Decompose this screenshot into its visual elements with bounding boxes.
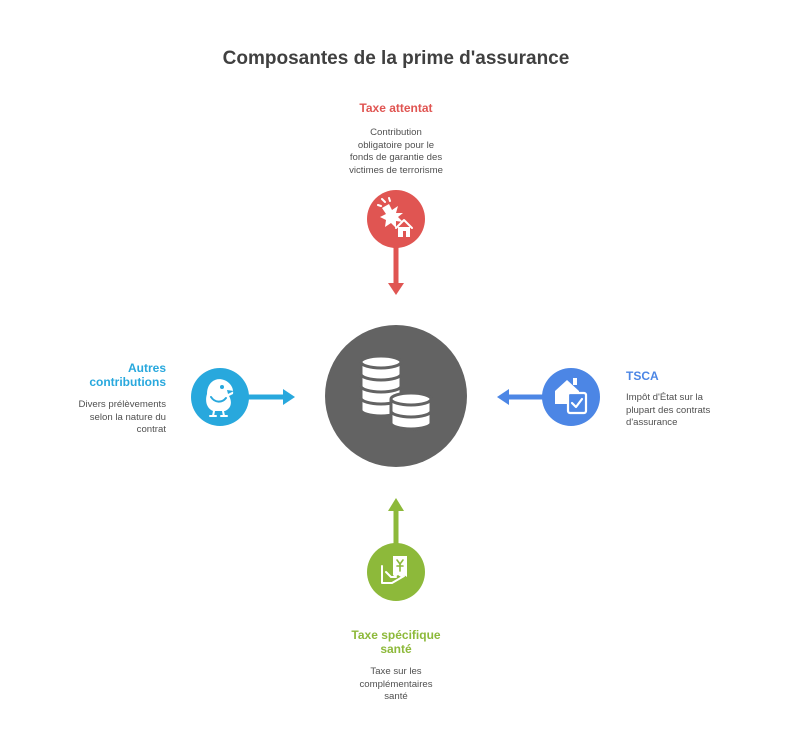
central-hub xyxy=(325,325,467,467)
tsca-desc-line: plupart des contrats xyxy=(626,404,711,416)
tsca-description: Impôt d'État sur la plupart des contrats… xyxy=(626,392,776,430)
taxe-specifique-sante-label-line: Taxe spécifique xyxy=(351,628,441,642)
autres-contributions-label-line: contributions xyxy=(89,375,166,389)
node-taxe-specifique-sante xyxy=(367,498,425,601)
taxe-attentat-desc-line: obligatoire pour le xyxy=(357,139,435,151)
taxe-attentat-label: Taxe attentat xyxy=(359,101,433,115)
node-autres-contributions xyxy=(191,368,295,426)
tsca-desc-line: Impôt d'État sur la xyxy=(626,392,704,403)
autres-contributions-description: Divers prélèvements selon la nature du c… xyxy=(16,399,166,437)
taxe-attentat-description: Contribution obligatoire pour le fonds d… xyxy=(296,127,496,177)
taxe-specifique-sante-label: Taxe spécifique santé xyxy=(296,628,496,656)
taxe-specifique-sante-desc-line: complémentaires xyxy=(359,678,433,690)
autres-contributions-desc-line: Divers prélèvements xyxy=(78,399,166,410)
node-tsca xyxy=(497,368,600,426)
arrow-bottom-head xyxy=(388,498,404,511)
taxe-attentat-desc-line: fonds de garantie des xyxy=(349,152,443,163)
autres-contributions-desc-line: selon la nature du xyxy=(89,411,166,423)
house-document-icon xyxy=(555,378,588,415)
arrow-left-head xyxy=(283,389,295,405)
taxe-specifique-sante-desc-line: santé xyxy=(384,691,408,702)
tsca-desc-line: d'assurance xyxy=(626,417,678,428)
arrow-top-head xyxy=(388,283,404,295)
coins-stack-icon xyxy=(359,354,433,431)
taxe-specifique-sante-desc-line: Taxe sur les xyxy=(370,666,422,677)
node-taxe-attentat xyxy=(367,190,425,295)
explosion-house-icon xyxy=(377,197,413,237)
taxe-specifique-sante-description: Taxe sur les complémentaires santé xyxy=(296,666,496,704)
taxe-specifique-sante-label-line: santé xyxy=(380,642,412,656)
tsca-label: TSCA xyxy=(626,369,659,383)
autres-contributions-label-line: Autres xyxy=(127,361,166,375)
hand-receipt-yen-icon xyxy=(381,556,407,584)
chick-icon xyxy=(206,379,234,417)
autres-contributions-desc-line: contrat xyxy=(136,424,166,435)
autres-contributions-label: Autres contributions xyxy=(16,361,166,389)
taxe-attentat-desc-line: victimes de terrorisme xyxy=(349,164,443,176)
arrow-right-head xyxy=(497,389,509,405)
page-title: Composantes de la prime d'assurance xyxy=(222,48,570,69)
taxe-attentat-desc-line: Contribution xyxy=(370,127,422,138)
